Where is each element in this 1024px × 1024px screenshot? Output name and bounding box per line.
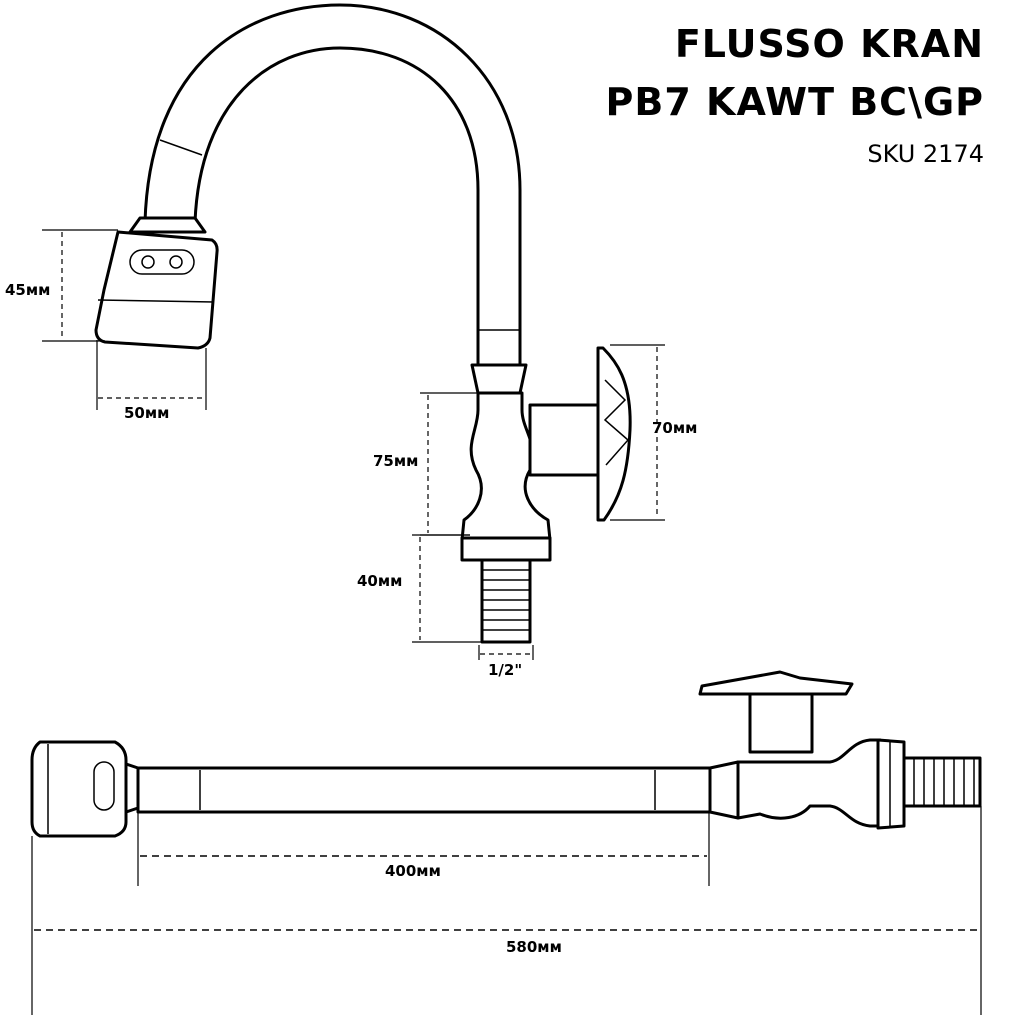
- aerator-band: [97, 299, 215, 303]
- handle-detail: [603, 379, 630, 466]
- side-spray-button: [93, 761, 115, 811]
- side-ring: [876, 738, 906, 830]
- side-hose: [136, 766, 712, 814]
- product-title-line1: FLUSSO KRAN: [674, 22, 984, 66]
- valve-nut: [470, 363, 528, 395]
- side-view: 400мм 580мм: [30, 670, 982, 1015]
- dim-thread-length: 40мм: [357, 572, 402, 590]
- side-nut: [708, 760, 740, 820]
- dim-handle-height: 70мм: [652, 419, 697, 437]
- product-title-line2: PB7 KAWT BC\GP: [605, 80, 984, 124]
- spray-icon-1: [141, 255, 155, 269]
- dim-aerator-height: 45мм: [5, 281, 50, 299]
- side-thread: [902, 756, 982, 808]
- side-handle-stem: [748, 692, 814, 754]
- sku-label: SKU 2174: [867, 140, 984, 168]
- side-collar: [124, 762, 140, 814]
- side-thread-lines: [913, 758, 975, 806]
- hose-ring: [159, 139, 203, 156]
- dim-spout-length: 400мм: [385, 862, 441, 880]
- dim-total-length: 580мм: [506, 938, 562, 956]
- thread-lines: [482, 569, 530, 631]
- gooseneck-hose: [143, 3, 522, 367]
- dim-aerator-width: 50мм: [124, 404, 169, 422]
- handle-cross: [596, 346, 632, 522]
- side-handle-cross: [698, 670, 854, 696]
- side-body: [736, 738, 882, 828]
- spray-button: [129, 249, 195, 275]
- dim-body-height: 75мм: [373, 452, 418, 470]
- front-view: 45мм 50мм 75мм 40мм 1/2" 70мм: [5, 3, 697, 679]
- handle-stem: [528, 403, 607, 477]
- aerator-head: [94, 230, 219, 350]
- dim-thread-size: 1/2": [488, 661, 522, 679]
- valve-base-ring: [460, 536, 552, 562]
- spray-icon-2: [169, 255, 183, 269]
- side-aerator: [30, 740, 128, 838]
- aerator-collar: [128, 216, 207, 234]
